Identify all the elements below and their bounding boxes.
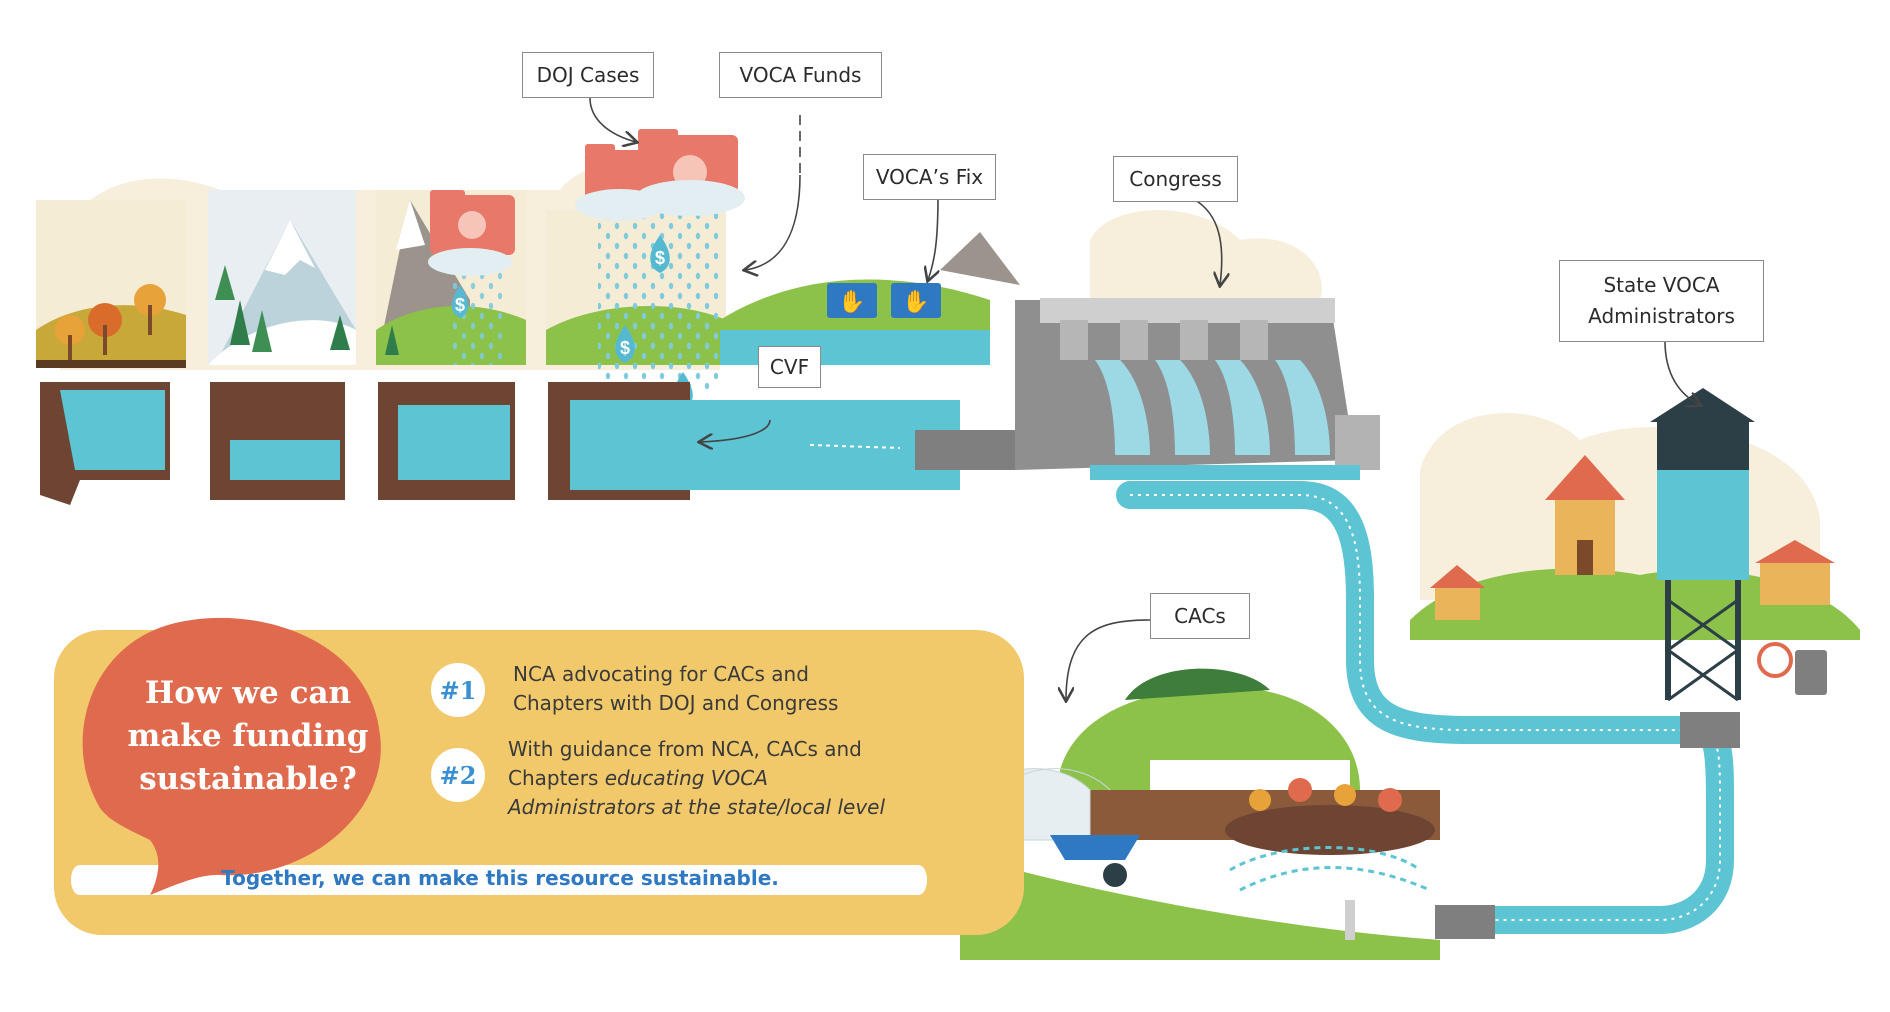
step-2-line-3: Administrators at the state/local level [508, 795, 886, 819]
vocas-fix-label: VOCA’s Fix [863, 154, 996, 200]
svg-text:$: $ [655, 248, 665, 268]
panel-title-line-3: sustainable? [139, 761, 357, 797]
step-1-badge: #1 [431, 663, 485, 717]
panel-title: How we can make funding sustainable? [98, 672, 398, 801]
step-2-line-2: Chapters educating VOCA [508, 764, 885, 793]
state-voca-line-1: State VOCA [1603, 273, 1720, 297]
cvf-label: CVF [758, 346, 821, 388]
landscape-stage-2 [208, 190, 356, 365]
landscape-stage-1 [36, 200, 186, 368]
pipe [809, 430, 1015, 470]
together-tagline: Together, we can make this resource sust… [221, 866, 779, 890]
step-2-line-2-plain: Chapters [508, 766, 605, 790]
dollar-drop-icon: $ $ $ $ [451, 235, 693, 410]
cac-garden [955, 668, 1440, 960]
svg-text:$: $ [455, 295, 465, 315]
panel-title-line-1: How we can [144, 675, 352, 711]
soil-and-pools [40, 382, 960, 505]
landscape-stage-4 [546, 200, 726, 390]
svg-text:✋: ✋ [902, 289, 929, 315]
panel-title-line-2: make funding [127, 718, 369, 754]
state-voca-line-2: Administrators [1588, 304, 1735, 328]
state-voca-administrators-label: State VOCA Administrators [1559, 260, 1764, 342]
doj-cases-label: DOJ Cases [522, 52, 654, 98]
step-2-line-1: With guidance from NCA, CACs and [508, 737, 862, 761]
step-1-line-1: NCA advocating for CACs and [513, 662, 809, 686]
hand-stop-icon: ✋ ✋ [838, 289, 929, 315]
step-2-badge: #2 [431, 748, 485, 802]
cacs-label: CACs [1150, 593, 1250, 639]
village [1410, 388, 1860, 702]
step-2-text: With guidance from NCA, CACs and Chapter… [508, 735, 885, 822]
svg-text:$: $ [620, 338, 630, 358]
funding-panel-bg [54, 617, 1024, 935]
svg-text:✋: ✋ [838, 289, 865, 315]
scales-folder-icon [575, 129, 745, 221]
step-1-line-2: Chapters with DOJ and Congress [513, 691, 839, 715]
scales-folder-icon [428, 190, 515, 276]
callout-arrows [589, 97, 1700, 700]
step-1-text: NCA advocating for CACs and Chapters wit… [513, 660, 838, 718]
dam [1015, 298, 1380, 480]
step-2-line-2-italic: educating VOCA [604, 766, 768, 790]
pipeline [1116, 481, 1740, 939]
congress-label: Congress [1113, 156, 1238, 202]
voca-funds-label: VOCA Funds [719, 52, 882, 98]
